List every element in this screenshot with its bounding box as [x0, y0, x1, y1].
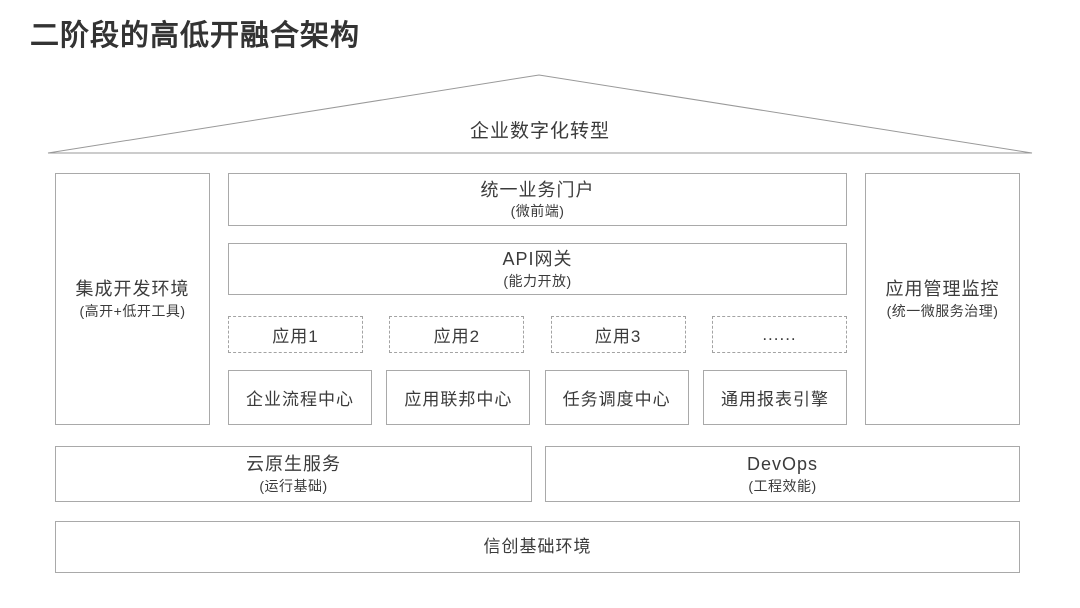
box-subtitle: (高开+低开工具): [79, 302, 186, 319]
box-universal-report-engine: 通用报表引擎: [702, 370, 847, 425]
box-enterprise-process-center: 企业流程中心: [228, 370, 372, 425]
box-subtitle: (工程效能): [748, 477, 817, 494]
page-title: 二阶段的高低开融合架构: [30, 20, 361, 52]
box-unified-business-portal: 统一业务门户 (微前端): [228, 173, 847, 226]
box-integrated-dev-env: 集成开发环境 (高开+低开工具): [55, 173, 210, 425]
box-title: 云原生服务: [246, 454, 341, 475]
box-app-3: 应用3: [550, 316, 686, 353]
apps-row: 应用1 应用2 应用3 ......: [228, 316, 847, 353]
box-title: API网关: [502, 249, 573, 270]
box-subtitle: (能力开放): [503, 272, 572, 289]
box-devops: DevOps (工程效能): [545, 446, 1020, 502]
box-subtitle: (微前端): [510, 203, 565, 220]
box-subtitle: (运行基础): [259, 477, 328, 494]
box-api-gateway: API网关 (能力开放): [228, 243, 847, 295]
box-xinchuang-base-environment: 信创基础环境: [55, 521, 1020, 573]
box-app-1: 应用1: [228, 316, 363, 353]
roof-label: 企业数字化转型: [469, 121, 610, 142]
box-title: 应用管理监控: [885, 279, 1000, 300]
box-title: DevOps: [746, 454, 819, 475]
box-app-more: ......: [711, 316, 847, 353]
centers-row: 企业流程中心 应用联邦中心 任务调度中心 通用报表引擎: [228, 370, 847, 425]
box-title: 信创基础环境: [483, 536, 592, 556]
box-cloud-native-services: 云原生服务 (运行基础): [55, 446, 532, 502]
box-task-scheduling-center: 任务调度中心: [544, 370, 689, 425]
box-title: 集成开发环境: [75, 279, 190, 300]
box-subtitle: (统一微服务治理): [886, 302, 999, 319]
box-app-2: 应用2: [389, 316, 525, 353]
box-app-management-monitoring: 应用管理监控 (统一微服务治理): [865, 173, 1020, 425]
box-app-federation-center: 应用联邦中心: [386, 370, 531, 425]
box-title: 统一业务门户: [480, 179, 595, 200]
